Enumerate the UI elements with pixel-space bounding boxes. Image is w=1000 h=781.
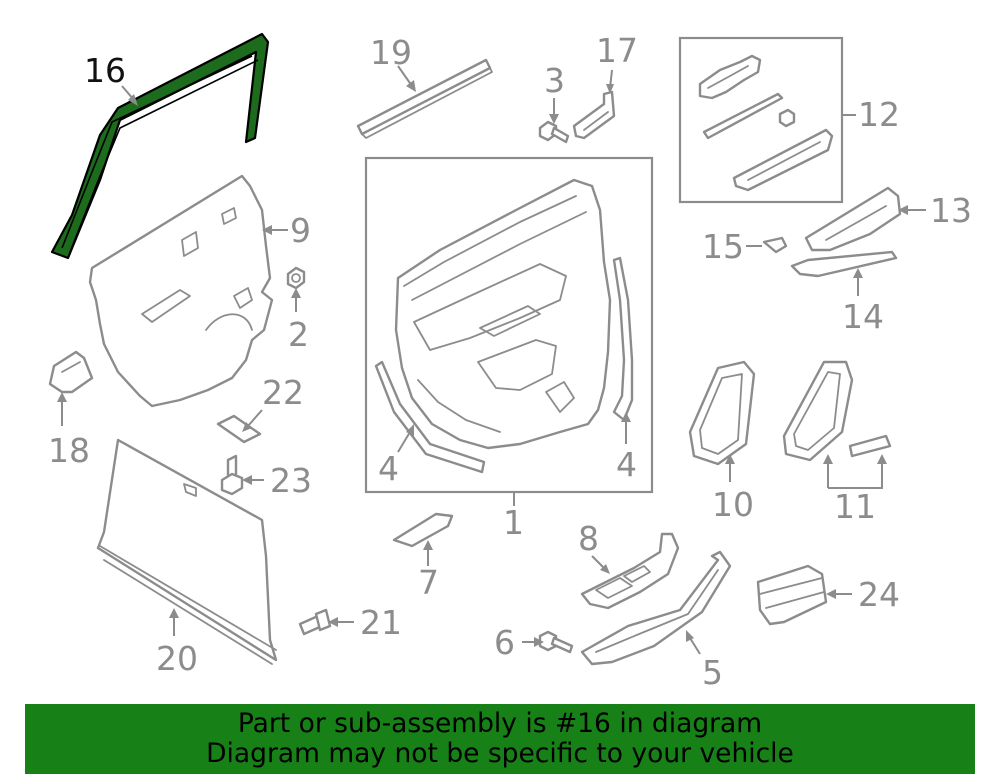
callout-15: 15 bbox=[702, 227, 744, 266]
part-24-switch-block[interactable] bbox=[756, 564, 828, 626]
callout-3: 3 bbox=[544, 61, 565, 100]
part-16-window-run[interactable] bbox=[50, 32, 270, 260]
callout-4-left: 4 bbox=[378, 449, 399, 488]
callout-1: 1 bbox=[503, 503, 524, 542]
callout-6: 6 bbox=[494, 623, 515, 662]
part-20-shade[interactable] bbox=[96, 438, 278, 665]
callout-7: 7 bbox=[418, 563, 439, 602]
part-19-strip[interactable] bbox=[356, 58, 493, 139]
callout-22: 22 bbox=[262, 373, 304, 412]
part-21-bolt[interactable] bbox=[298, 608, 332, 636]
part-4-seal-left[interactable] bbox=[374, 360, 486, 474]
callout-18: 18 bbox=[48, 431, 90, 470]
callout-9: 9 bbox=[290, 211, 311, 250]
callout-11: 11 bbox=[834, 487, 876, 526]
callout-21: 21 bbox=[360, 603, 402, 642]
part-8-switch[interactable] bbox=[580, 532, 680, 610]
banner-line-2: Diagram may not be specific to your vehi… bbox=[206, 738, 794, 769]
banner-line-1: Part or sub-assembly is #16 in diagram bbox=[237, 708, 763, 739]
part-18-bracket[interactable] bbox=[48, 350, 94, 394]
part-15-clip[interactable] bbox=[762, 236, 788, 254]
part-11-trim-right[interactable] bbox=[782, 360, 892, 462]
callout-24: 24 bbox=[858, 575, 900, 614]
part-3-bolt[interactable] bbox=[538, 120, 570, 144]
callout-13: 13 bbox=[930, 191, 972, 230]
part-17-bracket[interactable] bbox=[572, 90, 616, 140]
part-1-door-trim-panel[interactable] bbox=[364, 156, 654, 494]
part-10-trim-left[interactable] bbox=[688, 360, 756, 466]
callout-10: 10 bbox=[712, 485, 754, 524]
part-12-kit[interactable] bbox=[678, 36, 844, 204]
callout-12: 12 bbox=[858, 95, 900, 134]
info-banner: Part or sub-assembly is #16 in diagram D… bbox=[25, 704, 975, 774]
part-13-trim[interactable] bbox=[804, 186, 902, 252]
callout-20: 20 bbox=[156, 639, 198, 678]
part-6-screw[interactable] bbox=[538, 630, 574, 654]
callout-16: 16 bbox=[84, 51, 126, 90]
part-5-armrest[interactable] bbox=[580, 550, 732, 666]
callout-8: 8 bbox=[578, 519, 599, 558]
callout-14: 14 bbox=[842, 297, 884, 336]
callout-4-right: 4 bbox=[616, 445, 637, 484]
part-7-cover[interactable] bbox=[392, 512, 454, 548]
callout-5: 5 bbox=[702, 653, 723, 692]
part-22-pad[interactable] bbox=[216, 414, 262, 444]
callout-19: 19 bbox=[370, 33, 412, 72]
part-4-seal-right[interactable] bbox=[612, 256, 634, 422]
callout-2: 2 bbox=[288, 315, 309, 354]
part-23-bolt[interactable] bbox=[220, 454, 244, 496]
callout-17: 17 bbox=[596, 31, 638, 70]
part-2-clip[interactable] bbox=[286, 266, 306, 290]
callout-23: 23 bbox=[270, 461, 312, 500]
leader-lines bbox=[57, 65, 926, 655]
part-14-strip[interactable] bbox=[790, 250, 898, 278]
part-9-water-shield[interactable] bbox=[88, 174, 274, 408]
